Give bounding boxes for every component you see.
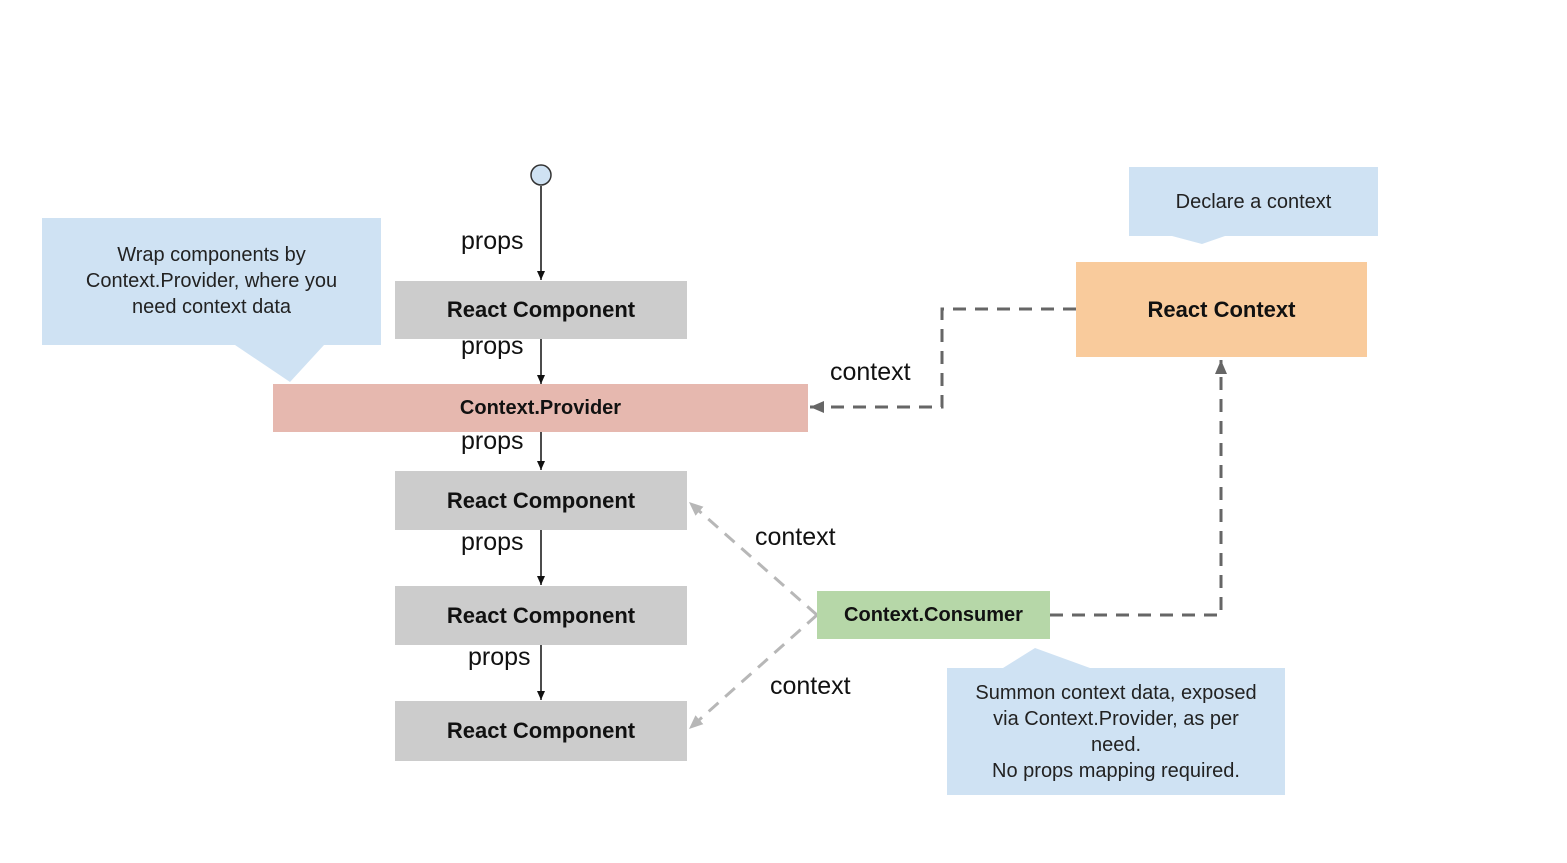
- context-provider-node: Context.Provider: [273, 384, 808, 432]
- props-label: props: [461, 227, 524, 255]
- context-callout-shape: [1129, 167, 1378, 244]
- context-label: context: [770, 672, 851, 700]
- context-to-provider-edge: [810, 307, 1076, 413]
- consumer-to-component-2-edge: [688, 500, 818, 617]
- props-label: props: [468, 643, 531, 671]
- context-consumer-node: Context.Consumer: [817, 591, 1050, 639]
- props-label: props: [461, 528, 524, 556]
- react-component-node: React Component: [395, 586, 687, 645]
- props-label: props: [461, 332, 524, 360]
- react-component-node: React Component: [395, 281, 687, 339]
- react-context-node: React Context: [1076, 262, 1367, 357]
- context-label: context: [830, 358, 911, 386]
- start-node: [530, 164, 552, 186]
- props-label: props: [461, 427, 524, 455]
- context-callout-text: Declare a context: [1175, 190, 1332, 213]
- context-label: context: [755, 523, 836, 551]
- consumer-to-component-4-edge: [688, 613, 818, 731]
- consumer-callout-shape: [947, 648, 1285, 795]
- react-component-node: React Component: [395, 471, 687, 530]
- provider-callout-text: Wrap components by Context.Provider, whe…: [85, 244, 338, 318]
- consumer-to-context-edge: [1050, 360, 1227, 617]
- consumer-callout-text: Summon context data, exposed via Context…: [975, 682, 1257, 782]
- react-component-node: React Component: [395, 701, 687, 761]
- provider-callout-shape: [42, 218, 381, 382]
